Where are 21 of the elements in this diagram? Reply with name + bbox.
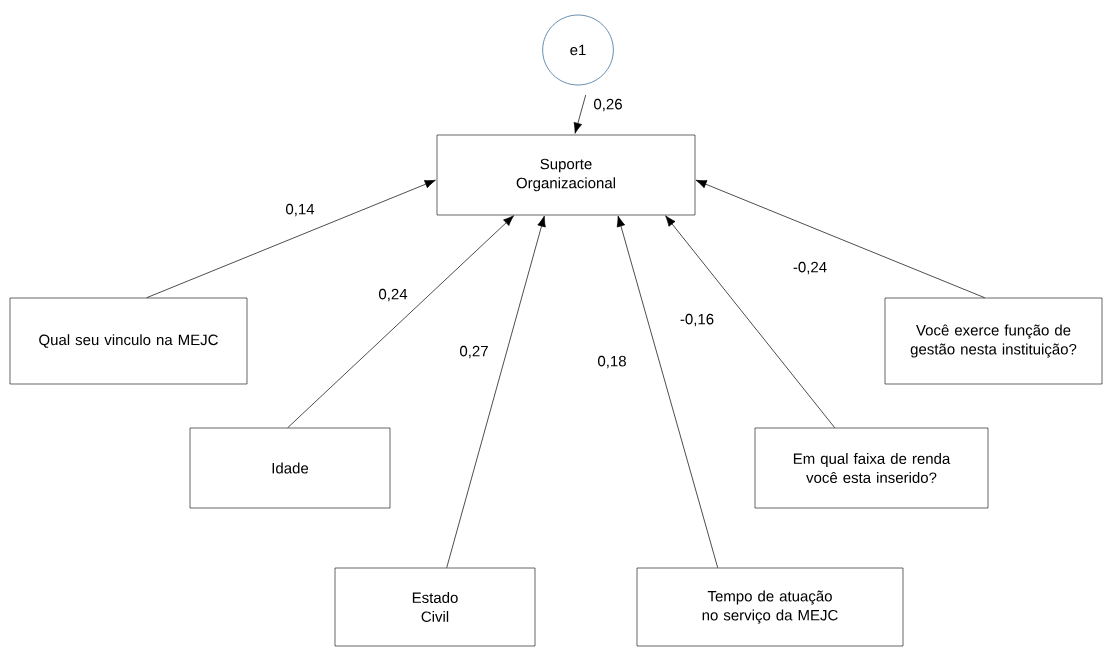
edge-label: 0,18 [596, 354, 628, 370]
variable-box: Você exerce função de gestão nesta instituição? [884, 297, 1103, 385]
variable-box: Qual seu vinculo na MEJC [9, 297, 248, 385]
arrow [695, 179, 986, 299]
arrow [573, 94, 587, 134]
edge-label: 0,24 [377, 287, 409, 303]
variable-box: Tempo de atuação no serviço da MEJC [636, 567, 904, 647]
arrow [665, 215, 836, 429]
edge-label: 0,27 [458, 344, 490, 360]
variable-box: Estado Civil [334, 567, 536, 647]
edge-label: -0,24 [791, 260, 829, 276]
arrow [446, 215, 546, 569]
edge-label: 0,26 [592, 97, 624, 113]
edge-label: 0,14 [284, 202, 316, 218]
arrow [616, 215, 719, 569]
arrow [146, 179, 436, 299]
arrow [287, 215, 514, 429]
variable-box: Idade [189, 427, 391, 509]
edge-label: -0,16 [678, 312, 716, 328]
variable-box: Em qual faixa de renda você esta inserido? [754, 427, 989, 509]
variable-box: Suporte Organizacional [436, 134, 696, 216]
